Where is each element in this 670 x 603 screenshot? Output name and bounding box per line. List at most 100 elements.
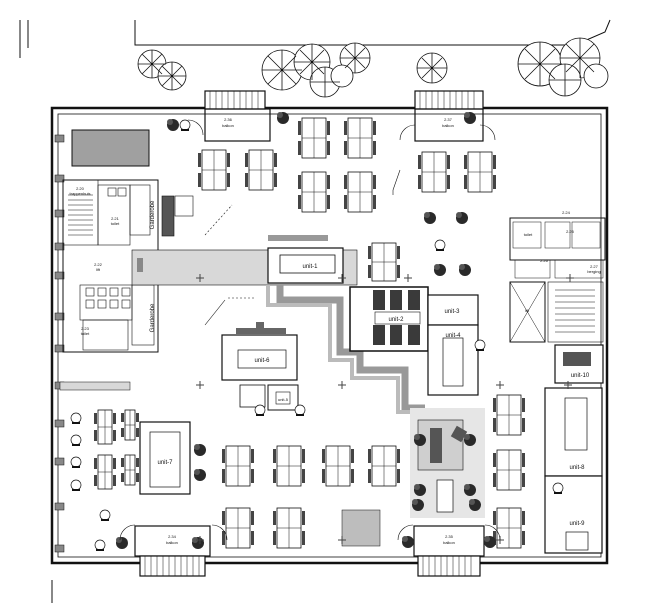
chair-icon [254,404,266,416]
svg-text:Garderobe: Garderobe [150,200,156,229]
unit-3: unit-3 [427,294,479,326]
svg-text:unit-5: unit-5 [278,397,289,402]
desk-block [368,242,400,282]
desk-block [121,409,139,441]
chair-icon [70,412,82,424]
desk-block [344,171,376,213]
tree-icon [416,52,448,84]
svg-text:2.36: 2.36 [224,117,233,122]
svg-text:unit-1: unit-1 [302,264,318,270]
svg-text:balkon: balkon [166,540,178,545]
column-marker [196,536,204,544]
chair-group [70,119,564,551]
column-marker [496,381,504,389]
unit-8: unit-8 [544,387,603,477]
desk-block [222,445,254,487]
svg-text:unit-3: unit-3 [444,309,460,315]
door-arcs [119,119,501,541]
desk-block [464,151,496,193]
svg-text:Garderobe: Garderobe [150,303,156,332]
sofa-icon [161,195,194,237]
unit-6: unit-6 [221,322,298,408]
grey-block [71,129,150,167]
svg-text:2.37: 2.37 [444,117,453,122]
desk-block [273,445,305,487]
desk-block [493,394,525,436]
svg-text:unit-6: unit-6 [254,358,270,364]
desk-block [94,409,116,445]
desk-block [493,507,525,549]
chair-icon [70,479,82,491]
desk-block [273,507,305,549]
tree-icon [261,42,371,98]
chair-icon [294,404,306,416]
tree-group [137,37,609,98]
svg-text:2.35: 2.35 [445,534,454,539]
svg-text:toilet: toilet [81,331,90,336]
svg-text:balkon: balkon [222,123,234,128]
desk-block [493,449,525,491]
svg-text:2.20: 2.20 [76,186,85,191]
unit-2: unit-2 [349,286,429,352]
right-core [509,217,606,343]
balcony-2-37 [414,90,484,110]
balcony-railing [144,91,475,576]
chair-icon [434,239,446,251]
desk-block [298,171,330,213]
svg-text:lift: lift [96,267,101,272]
chair-icon [99,509,111,521]
svg-text:toilet: toilet [524,232,533,237]
svg-text:balkon: balkon [443,540,455,545]
column-marker [338,274,346,282]
balcony-2-36 [204,90,266,110]
svg-text:2.23: 2.23 [81,326,90,331]
tree-icon [517,37,609,97]
svg-text:unit-9: unit-9 [569,521,585,527]
chair-icon [474,339,486,351]
column-markers [196,274,574,544]
column-marker [196,274,204,282]
svg-text:unit-4: unit-4 [445,333,461,339]
chair-icon [179,119,191,131]
chair-icon [94,539,106,551]
right-core-labels: 2.24 toilet 2.25 2.26 2.27 berging lift [524,210,601,313]
svg-text:2.27: 2.27 [590,264,599,269]
unit-7: unit-7 [139,421,191,495]
desk-block [94,454,116,490]
chair-icon [70,456,82,468]
desk-clusters [94,117,596,549]
svg-text:unit-10: unit-10 [571,373,590,379]
desk-block [298,117,330,159]
service-core-labels: 2.20 trappenhuis 2.21 toilet 2.22 lift 2… [70,186,156,336]
unit-1: unit-1 [267,235,344,284]
desk-block [344,117,376,159]
toilet-fixtures [85,187,131,309]
svg-text:2.24: 2.24 [562,210,571,215]
svg-text:unit-2: unit-2 [388,317,404,323]
unit-5: unit-5 [267,384,299,411]
column-marker [404,274,412,282]
desk-block [418,151,450,193]
chair-icon [552,482,564,494]
svg-text:balkon: balkon [442,123,454,128]
svg-text:2.21: 2.21 [111,216,120,221]
svg-text:lift: lift [525,308,530,313]
svg-text:2.25: 2.25 [566,229,575,234]
svg-text:2.22: 2.22 [94,262,103,267]
svg-text:unit-8: unit-8 [569,465,585,471]
building-walls [50,106,609,565]
desk-block [322,445,354,487]
tree-icon [137,49,187,91]
unit-4: unit-4 [427,324,479,396]
column-marker [338,536,346,544]
svg-text:trappenhuis: trappenhuis [70,191,91,196]
unit-10: unit-10 [554,344,604,384]
desk-block [121,454,139,486]
column-marker [196,381,204,389]
desk-block [245,149,277,191]
desk-block [222,507,254,549]
svg-text:berging: berging [587,269,600,274]
column-marker [338,381,346,389]
svg-text:toilet: toilet [111,221,120,226]
